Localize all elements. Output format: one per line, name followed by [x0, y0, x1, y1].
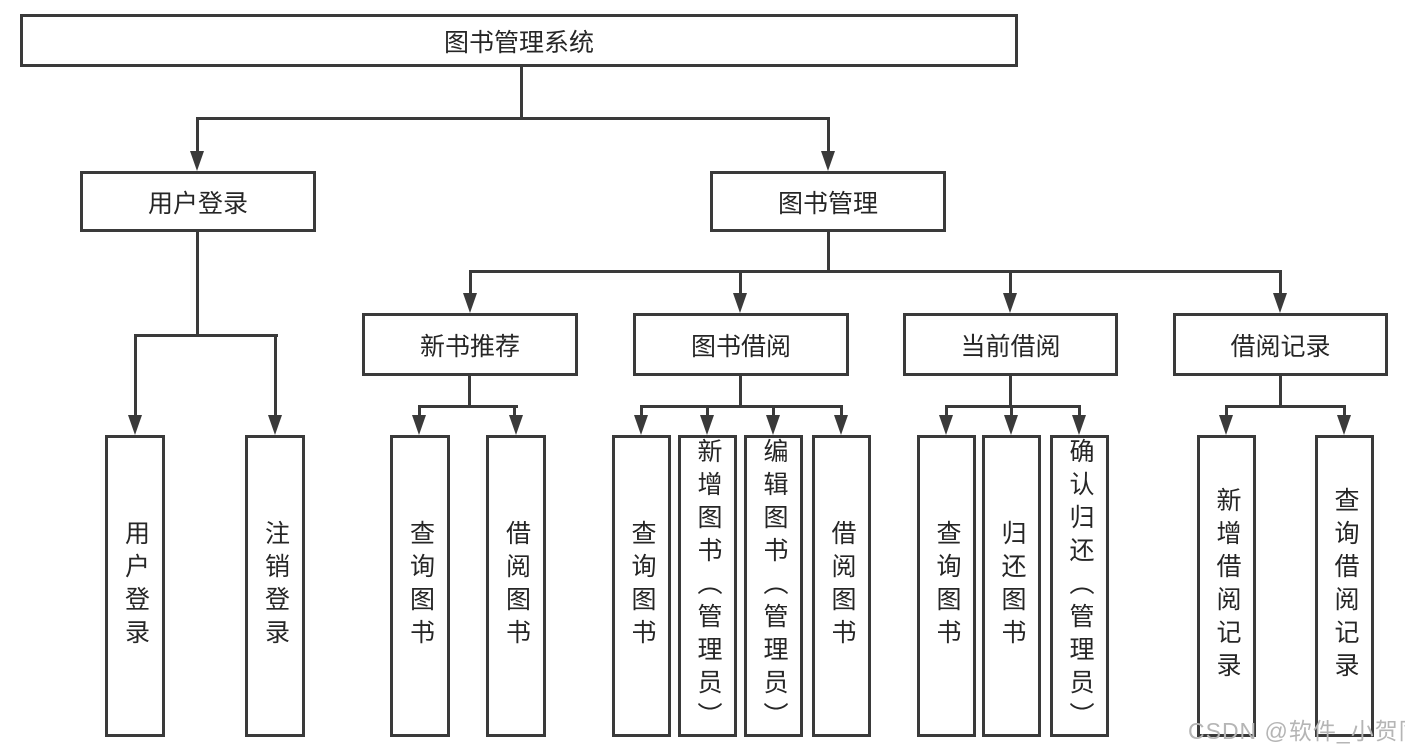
arrow-down-icon [821, 151, 835, 171]
arrow-down-icon [268, 415, 282, 435]
leaf-query-books-current: 查询图书 [917, 435, 976, 737]
arrow-down-icon [766, 415, 780, 435]
leaf-label: 查询图书 [406, 520, 435, 652]
connector-borrow-records-bus [1225, 405, 1346, 408]
connector-drop-book-borrow [739, 270, 742, 295]
node-book-borrow-label: 图书借阅 [690, 332, 791, 361]
leaf-label: 归还图书 [998, 520, 1026, 652]
leaf-label: 确认归还（管理员） [1066, 437, 1094, 735]
node-root-label: 图书管理系统 [443, 28, 594, 57]
connector-drop-leaf [418, 405, 421, 417]
arrow-down-icon [509, 415, 523, 435]
connector-book-borrow-bus [640, 405, 843, 408]
node-new-book-recommend: 新书推荐 [362, 313, 578, 376]
leaf-label: 借阅图书 [502, 520, 531, 652]
leaf-borrow-books: 借阅图书 [812, 435, 871, 737]
leaf-label: 新增图书（管理员） [694, 437, 722, 735]
arrow-down-icon [463, 293, 477, 313]
leaf-label: 编辑图书（管理员） [760, 437, 788, 735]
arrow-down-icon [834, 415, 848, 435]
node-borrow-records-label: 借阅记录 [1230, 332, 1331, 361]
connector-drop-leaf [640, 405, 643, 417]
connector-drop-book-management [827, 117, 830, 153]
leaf-add-borrow-record: 新增借阅记录 [1197, 435, 1256, 737]
node-current-borrow: 当前借阅 [903, 313, 1118, 376]
leaf-label: 新增借阅记录 [1213, 487, 1241, 685]
leaf-label: 查询借阅记录 [1331, 487, 1359, 685]
connector-drop-new-book [469, 270, 472, 295]
connector-drop-leaf [1343, 405, 1346, 417]
connector-borrow-records-stem [1279, 376, 1282, 407]
connector-drop-leaf [134, 334, 137, 417]
node-book-management-label: 图书管理 [777, 189, 878, 218]
leaf-query-borrow-record: 查询借阅记录 [1315, 435, 1374, 737]
connector-drop-leaf [274, 334, 277, 417]
connector-current-borrow-bus [945, 405, 1081, 408]
leaf-user-login: 用户登录 [105, 435, 165, 737]
arrow-down-icon [939, 415, 953, 435]
connector-current-borrow-stem [1009, 376, 1012, 407]
connector-drop-leaf [1225, 405, 1228, 417]
connector-drop-leaf [772, 405, 775, 417]
arrow-down-icon [412, 415, 426, 435]
node-new-book-recommend-label: 新书推荐 [419, 332, 520, 361]
connector-drop-leaf [1010, 405, 1013, 417]
arrow-down-icon [733, 293, 747, 313]
connector-drop-leaf [945, 405, 948, 417]
connector-user-login-stem [196, 232, 199, 336]
connector-drop-borrow-records [1279, 270, 1282, 295]
arrow-down-icon [1004, 415, 1018, 435]
node-user-login: 用户登录 [80, 171, 316, 232]
leaf-label: 注销登录 [261, 520, 290, 652]
arrow-down-icon [1273, 293, 1287, 313]
node-current-borrow-label: 当前借阅 [960, 332, 1061, 361]
arrow-down-icon [1219, 415, 1233, 435]
arrow-down-icon [634, 415, 648, 435]
connector-new-book-stem [468, 376, 471, 407]
leaf-label: 用户登录 [121, 520, 150, 652]
node-user-login-label: 用户登录 [147, 189, 248, 218]
node-book-management: 图书管理 [710, 171, 946, 232]
connector-drop-user-login [196, 117, 199, 153]
watermark: CSDN @软件_小贺同学 [1188, 718, 1405, 744]
connector-level2-bus [196, 117, 830, 120]
leaf-label: 借阅图书 [828, 520, 856, 652]
connector-new-book-bus [418, 405, 518, 408]
connector-drop-leaf [840, 405, 843, 417]
node-book-borrow: 图书借阅 [633, 313, 849, 376]
leaf-logout: 注销登录 [245, 435, 305, 737]
leaf-borrow-books-recommend: 借阅图书 [486, 435, 546, 737]
connector-drop-leaf [706, 405, 709, 417]
leaf-return-book: 归还图书 [982, 435, 1041, 737]
leaf-query-books-recommend: 查询图书 [390, 435, 450, 737]
connector-drop-current-borrow [1009, 270, 1012, 295]
node-borrow-records: 借阅记录 [1173, 313, 1388, 376]
arrow-down-icon [1003, 293, 1017, 313]
arrow-down-icon [190, 151, 204, 171]
leaf-label: 查询图书 [933, 520, 961, 652]
leaf-confirm-return-admin: 确认归还（管理员） [1050, 435, 1109, 737]
leaf-edit-book-admin: 编辑图书（管理员） [744, 435, 803, 737]
leaf-add-book-admin: 新增图书（管理员） [678, 435, 737, 737]
node-root-system: 图书管理系统 [20, 14, 1018, 67]
arrow-down-icon [1072, 415, 1086, 435]
connector-level3-bus [469, 270, 1282, 273]
connector-drop-leaf [1078, 405, 1081, 417]
arrow-down-icon [128, 415, 142, 435]
connector-book-borrow-stem [739, 376, 742, 407]
connector-book-management-stem [827, 232, 830, 273]
arrow-down-icon [1337, 415, 1351, 435]
leaf-query-books-borrow: 查询图书 [612, 435, 671, 737]
connector-drop-leaf [513, 405, 516, 417]
leaf-label: 查询图书 [628, 520, 656, 652]
connector-user-login-bus [134, 334, 278, 337]
connector-root-stem [520, 67, 523, 119]
arrow-down-icon [700, 415, 714, 435]
